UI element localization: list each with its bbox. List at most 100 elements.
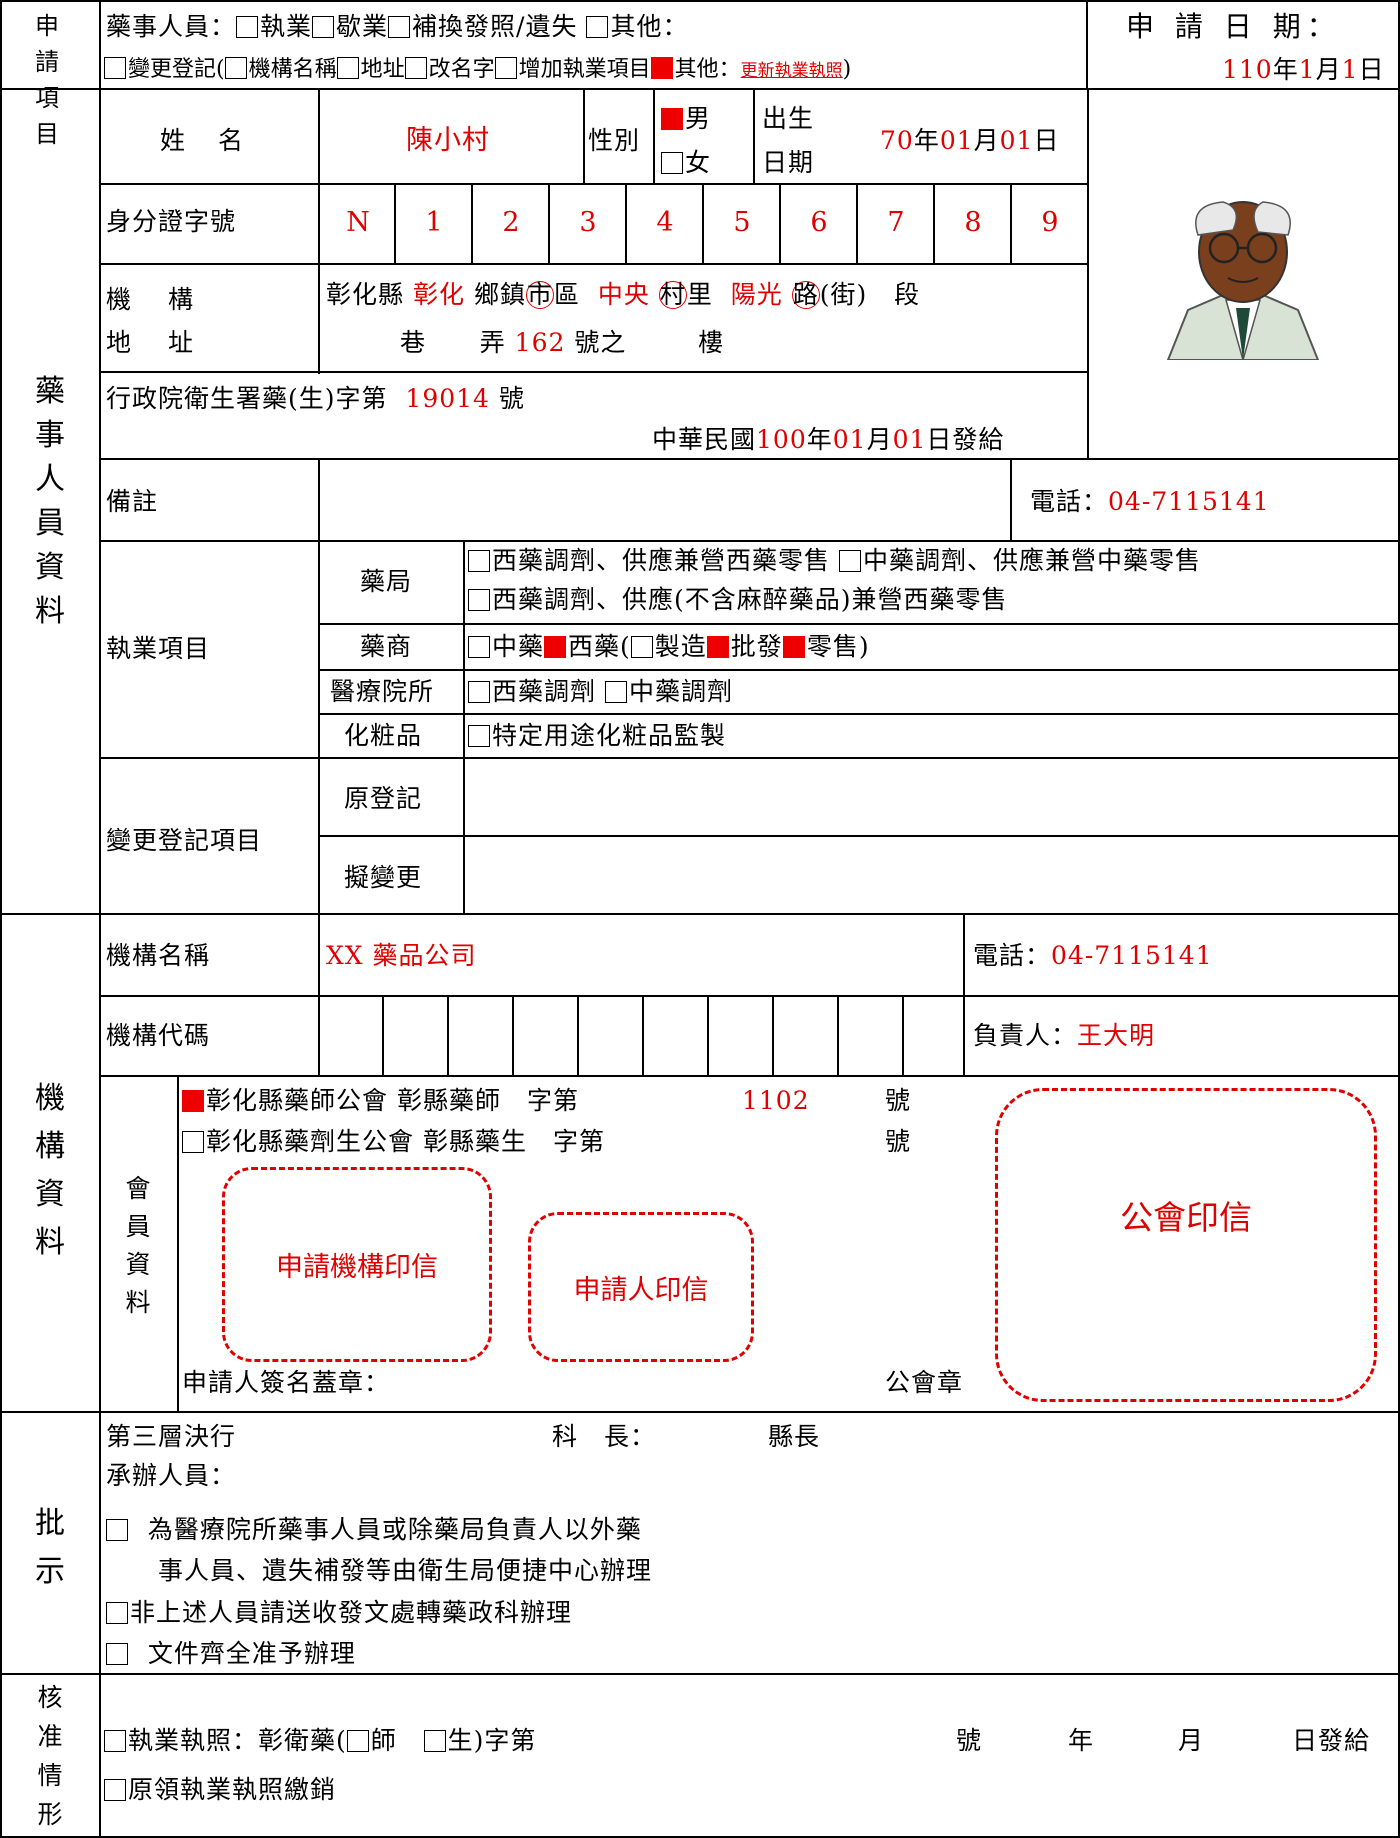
checkbox-clinic-western[interactable] — [468, 681, 490, 703]
org-side-label: 機構資料 — [35, 1081, 65, 1260]
apply-date-value: 110年1月1日 — [1222, 55, 1385, 84]
checkbox-cosmetic[interactable] — [468, 725, 490, 747]
assoc-pharmacist-suffix: 號 — [885, 1086, 912, 1115]
assoc-assistant-row: 彰化縣藥劑生公會 彰縣藥生 字第 — [182, 1127, 605, 1157]
checkbox-dealer-chinese[interactable] — [468, 636, 490, 658]
id-digit: 3 — [579, 207, 597, 238]
checkbox-male[interactable] — [661, 108, 683, 130]
checkbox-address[interactable] — [336, 57, 359, 79]
checkbox-change-other[interactable] — [650, 57, 673, 79]
addr-label-2: 地 址 — [106, 328, 200, 357]
addr-village-circled: 村 — [658, 280, 687, 309]
checkbox-verify-revoke[interactable] — [104, 1779, 126, 1801]
assoc-assistant-suffix: 號 — [885, 1127, 912, 1156]
checkbox-approval-opt1[interactable] — [106, 1519, 128, 1541]
pharmacy-options-row2: 西藥調劑、供應(不含麻醉藥品)兼營西藥零售 — [468, 585, 1008, 615]
addr-road-circled: 路 — [791, 280, 820, 309]
checkbox-dealer-western[interactable] — [544, 636, 567, 658]
remark-label: 備註 — [106, 487, 159, 516]
checkbox-rename[interactable] — [404, 57, 427, 79]
checkbox-org-name[interactable] — [224, 57, 247, 79]
change-suffix: ) — [842, 57, 852, 82]
checkbox-assoc-pharmacist[interactable] — [182, 1090, 204, 1112]
checkbox-approval-opt3[interactable] — [106, 1643, 128, 1665]
license-issue-date: 中華民國100年01月01日發給 — [652, 425, 1005, 454]
id-label: 身分證字號 — [106, 207, 237, 236]
new-label: 擬變更 — [344, 863, 423, 892]
checkbox-verify-pharmacist[interactable] — [346, 1730, 369, 1752]
id-digit: 1 — [425, 207, 443, 238]
pharmacy-options-row1: 西藥調劑、供應兼營西藥零售 中藥調劑、供應兼營中藥零售 — [468, 546, 1201, 576]
option-add-item: 增加執業項目 — [518, 57, 651, 82]
gender-female-row: 女 — [661, 148, 711, 178]
checkbox-verify-assistant[interactable] — [423, 1730, 446, 1752]
checkbox-suspend[interactable] — [312, 16, 335, 38]
birth-value: 70年01月01日 — [880, 126, 1060, 155]
clinic-options: 西藥調劑 中藥調劑 — [468, 677, 733, 707]
checkbox-pharmacy-no-narcotics[interactable] — [468, 589, 490, 611]
checkbox-pharmacy-chinese[interactable] — [838, 550, 861, 572]
dealer-label: 藥商 — [360, 632, 413, 661]
stamp-applicant-box: 申請人印信 — [528, 1212, 754, 1362]
checkbox-other[interactable] — [586, 16, 609, 38]
approval-magistrate: 縣長 — [768, 1422, 821, 1451]
approval-side-label: 批示 — [35, 1506, 65, 1589]
verify-revoke-row: 原領執業執照繳銷 — [104, 1775, 336, 1805]
license-line: 行政院衛生署藥(生)字第 19014 號 — [106, 384, 525, 413]
address-line-1: 彰化縣 彰化 鄉鎮市區 中央 村里 陽光 路(街) 段 — [326, 280, 921, 309]
checkbox-dealer-manufacture[interactable] — [630, 636, 653, 658]
option-other: 其他： — [610, 12, 689, 41]
checkbox-change-registration[interactable] — [104, 57, 126, 79]
checkbox-add-item[interactable] — [494, 57, 517, 79]
id-digit: 8 — [964, 207, 982, 238]
cosmetic-options: 特定用途化粧品監製 — [468, 721, 726, 751]
union-seal-label: 公會章 — [885, 1368, 964, 1397]
pharmacist-portrait-icon — [1166, 201, 1320, 360]
option-suspend: 歇業 — [336, 12, 389, 41]
stamp-union-label: 公會印信 — [1120, 1198, 1252, 1237]
change-label: 變更登記項目 — [106, 826, 263, 855]
id-digit: N — [346, 207, 370, 238]
apply-date-label: 申 請 日 期： — [1126, 10, 1341, 43]
dealer-options: 中藥西藥(製造批發零售) — [468, 632, 870, 662]
member-side-label: 會員資料 — [125, 1174, 151, 1317]
verify-license-row: 執業執照：彰衛藥(師 生)字第 — [104, 1726, 536, 1756]
approval-chief: 科 長： — [552, 1422, 657, 1451]
birth-label-1: 出生 — [762, 104, 815, 133]
org-code-label: 機構代碼 — [106, 1021, 211, 1050]
checkbox-pharmacy-western[interactable] — [468, 550, 490, 572]
address-line-2: 巷 弄 162 號之 樓 — [400, 328, 724, 357]
checkbox-clinic-chinese[interactable] — [604, 681, 627, 703]
apply-person-prefix: 藥事人員： — [106, 12, 237, 41]
checkbox-dealer-retail[interactable] — [782, 636, 805, 658]
approval-opt2-row: 非上述人員請送收發文處轉藥政科辦理 — [106, 1598, 572, 1628]
approval-opt1-row: 為醫療院所藥事人員或除藥局負責人以外藥 — [106, 1515, 642, 1545]
id-digit: 2 — [502, 207, 520, 238]
birth-label-2: 日期 — [762, 148, 815, 177]
option-practice: 執業 — [260, 12, 313, 41]
checkbox-assoc-assistant[interactable] — [182, 1131, 204, 1153]
apply-person-row: 藥事人員：執業歇業補換發照/遺失 其他： — [106, 12, 688, 42]
checkbox-practice[interactable] — [236, 16, 259, 38]
checkbox-verify-license[interactable] — [104, 1730, 126, 1752]
stamp-union-box: 公會印信 — [995, 1088, 1377, 1402]
checkbox-approval-opt2[interactable] — [106, 1602, 128, 1624]
verify-no-unit: 號 — [956, 1726, 983, 1755]
pharmacy-label: 藥局 — [360, 567, 413, 596]
checkbox-female[interactable] — [661, 152, 683, 174]
option-org-name: 機構名稱 — [248, 57, 337, 82]
verify-side-label: 核准情形 — [37, 1683, 63, 1829]
orig-label: 原登記 — [344, 784, 423, 813]
gender-label: 性別 — [588, 126, 641, 155]
checkbox-dealer-wholesale[interactable] — [706, 636, 729, 658]
addr-label-1: 機 構 — [106, 285, 200, 314]
org-phone: 電話：04-7115141 — [973, 941, 1213, 970]
approval-handler: 承辦人員： — [106, 1461, 237, 1490]
approval-level: 第三層決行 — [106, 1422, 237, 1451]
addr-city-circled: 市 — [525, 280, 554, 309]
checkbox-reissue[interactable] — [388, 16, 411, 38]
stamp-org-box: 申請機構印信 — [222, 1167, 492, 1362]
verify-year-unit: 年 — [1068, 1726, 1095, 1755]
approval-opt3-row: 文件齊全准予辦理 — [106, 1639, 356, 1669]
